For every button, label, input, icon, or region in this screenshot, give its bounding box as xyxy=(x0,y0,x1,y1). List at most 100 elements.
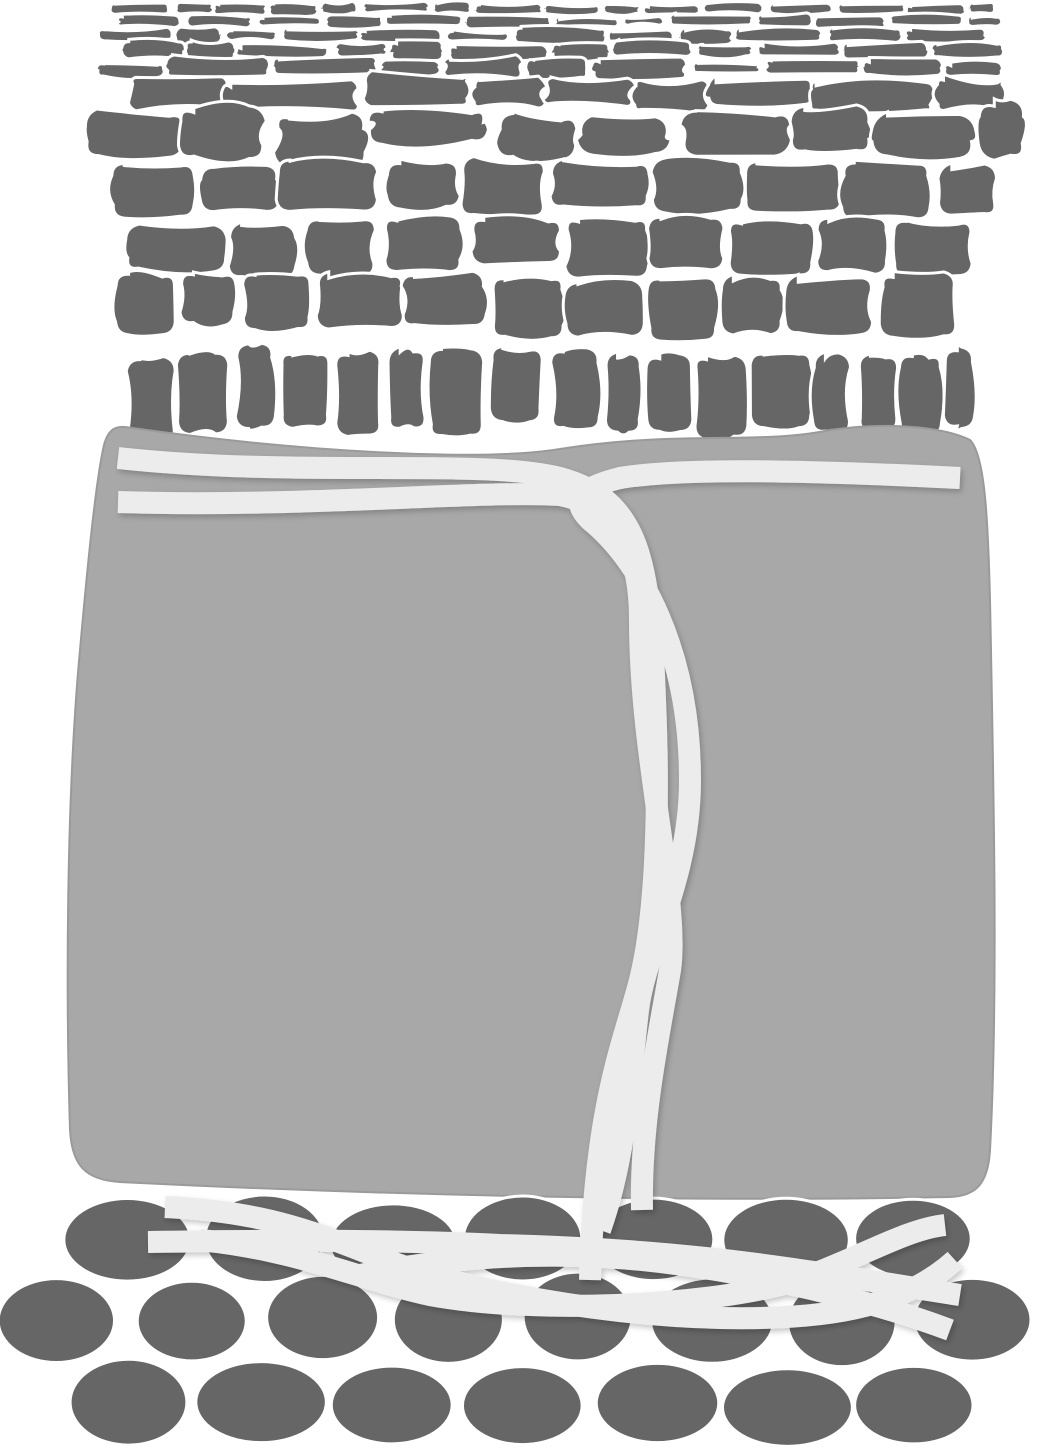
flat-cell xyxy=(669,13,754,26)
columnar-cells-layer xyxy=(109,156,997,441)
oval-cell xyxy=(70,1359,187,1445)
columnar-cell xyxy=(489,347,542,425)
columnar-cell xyxy=(109,164,196,219)
columnar-cell xyxy=(113,270,175,336)
oval-cell xyxy=(596,1363,719,1442)
columnar-cell xyxy=(879,272,955,340)
columnar-cell xyxy=(276,157,377,211)
oval-cell xyxy=(137,1281,246,1361)
irregular-cell xyxy=(680,111,792,157)
columnar-cell xyxy=(316,272,403,329)
columnar-cell xyxy=(720,274,785,335)
columnar-cell xyxy=(647,278,720,342)
flat-cell xyxy=(446,30,510,42)
flat-cell xyxy=(703,2,763,14)
flattened-surface-cells-layer xyxy=(96,1,1006,114)
oval-cell xyxy=(723,1369,853,1447)
flat-cell xyxy=(117,14,181,28)
columnar-cell xyxy=(336,350,380,436)
columnar-cell xyxy=(605,352,642,435)
columnar-cell xyxy=(817,216,888,274)
columnar-cell xyxy=(810,352,850,435)
flat-cell xyxy=(187,14,252,28)
flat-cell xyxy=(283,27,360,42)
irregular-cell xyxy=(368,108,488,148)
columnar-cell xyxy=(493,277,566,340)
columnar-cell xyxy=(563,278,644,337)
irregular-cell xyxy=(576,115,671,157)
oval-cell xyxy=(267,1275,379,1359)
oval-cell xyxy=(855,1366,973,1444)
columnar-cell xyxy=(401,271,488,326)
columnar-cell xyxy=(428,347,484,437)
flat-cell xyxy=(704,76,814,107)
flat-cell xyxy=(810,79,936,113)
flat-cell xyxy=(758,13,813,27)
columnar-cell xyxy=(565,218,651,278)
flat-cell xyxy=(631,80,709,113)
flat-cell xyxy=(325,15,382,29)
flat-cell xyxy=(691,62,761,73)
flat-cell xyxy=(362,1,429,13)
columnar-cell xyxy=(243,273,311,332)
flat-cell xyxy=(603,3,641,15)
columnar-cell xyxy=(651,156,745,215)
columnar-cell xyxy=(385,215,464,272)
flat-cell xyxy=(765,59,861,74)
flat-cell xyxy=(968,3,994,14)
columnar-cell xyxy=(695,355,748,441)
flat-cell xyxy=(755,42,841,56)
columnar-cell xyxy=(551,348,602,430)
flat-cell xyxy=(828,27,903,43)
irregular-cell xyxy=(178,101,266,163)
flat-cell xyxy=(734,27,822,42)
columnar-cell xyxy=(461,156,544,216)
flat-cell xyxy=(944,60,1002,76)
flat-cell xyxy=(431,1,471,14)
columnar-cell xyxy=(550,159,650,208)
columnar-cell xyxy=(648,214,724,269)
columnar-cell xyxy=(125,224,227,274)
irregular-cell xyxy=(496,111,577,162)
flat-cell xyxy=(543,77,636,106)
flat-cell xyxy=(931,42,1004,59)
columnar-cell xyxy=(180,272,237,328)
flat-cell xyxy=(271,56,377,75)
flat-cell xyxy=(967,15,1003,27)
columnar-cell xyxy=(729,220,815,276)
oval-cell xyxy=(0,1279,115,1363)
columnar-cell xyxy=(938,163,996,215)
flat-cell xyxy=(335,42,388,57)
columnar-cell xyxy=(176,351,228,435)
columnar-cell xyxy=(235,342,276,430)
flat-cell xyxy=(471,76,547,108)
flat-cell xyxy=(236,44,330,59)
irregular-cell xyxy=(870,112,976,161)
columnar-cell xyxy=(303,220,375,279)
flat-cell xyxy=(837,3,905,14)
flat-cell xyxy=(321,1,357,15)
flat-cell xyxy=(623,16,664,25)
flat-cell xyxy=(890,13,965,26)
columnar-cell xyxy=(388,347,425,429)
columnar-cell xyxy=(471,215,560,265)
gray-membrane xyxy=(68,426,995,1199)
irregular-cell xyxy=(977,99,1026,160)
oval-cell xyxy=(196,1362,327,1443)
columnar-cell xyxy=(745,162,841,213)
columnar-cell xyxy=(282,353,329,428)
flat-cell xyxy=(861,58,943,77)
columnar-cell xyxy=(228,222,298,278)
oval-cell xyxy=(462,1367,582,1445)
flat-cell xyxy=(474,3,542,14)
flat-cell xyxy=(544,4,599,15)
columnar-cell xyxy=(784,274,873,336)
columnar-cell xyxy=(646,352,693,433)
flat-cell xyxy=(175,2,214,14)
columnar-cell xyxy=(897,353,944,435)
flat-cell xyxy=(389,40,444,61)
columnar-cell xyxy=(750,354,814,430)
flat-cell xyxy=(611,39,693,56)
irregular-cell xyxy=(85,108,184,160)
